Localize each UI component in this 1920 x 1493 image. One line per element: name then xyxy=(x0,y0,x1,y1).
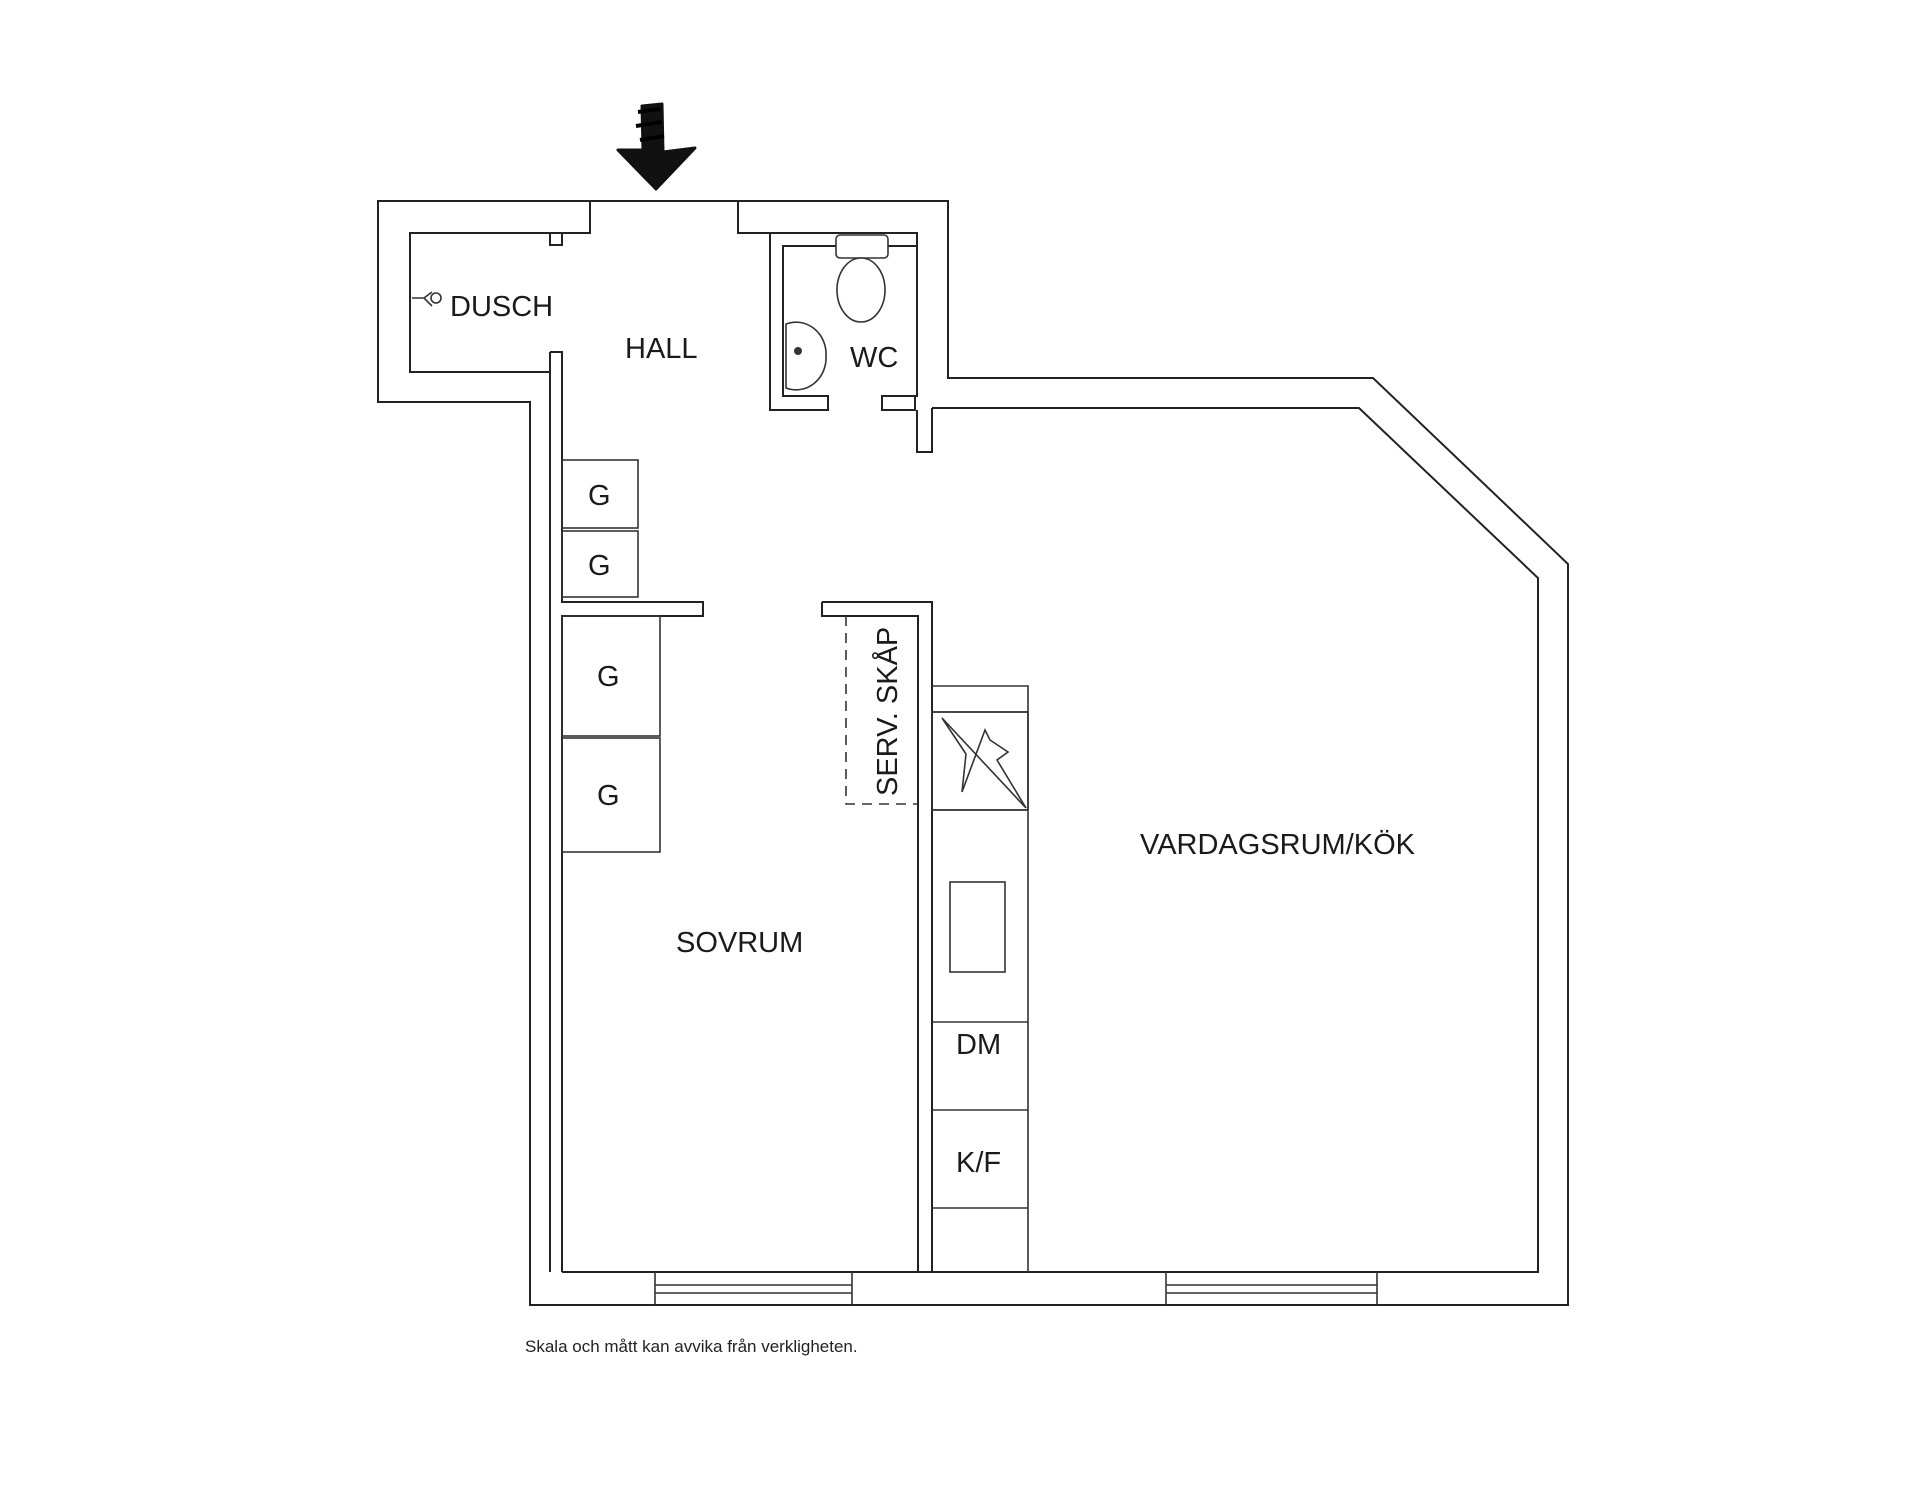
disclaimer-note: Skala och mått kan avvika från verklighe… xyxy=(525,1337,858,1356)
entrance-arrow-icon xyxy=(616,102,697,191)
room-label-vardagsrum-kok: VARDAGSRUM/KÖK xyxy=(1140,829,1416,861)
hall-door-right-wall xyxy=(737,201,782,234)
room-label-hall: HALL xyxy=(625,333,698,365)
wc-walls xyxy=(770,232,918,411)
hall-wardrobes xyxy=(561,459,639,598)
west-interior-wall xyxy=(550,351,704,1272)
room-label-serv-skap: SERV. SKÅP xyxy=(871,627,904,796)
room-label-sovrum: SOVRUM xyxy=(676,927,803,959)
outer-wall-line xyxy=(377,200,1569,1306)
living-inner-wall xyxy=(932,407,1539,1273)
bedroom-wardrobes xyxy=(561,615,661,853)
hall-inner-wall xyxy=(549,201,591,246)
sink-basin xyxy=(949,881,1006,973)
shower-head-icon xyxy=(412,291,442,307)
wardrobe-label: G xyxy=(588,480,611,512)
dishwasher-label: DM xyxy=(956,1029,1001,1061)
partition-wall xyxy=(821,601,933,1273)
kitchen-counter xyxy=(931,685,1029,1272)
wardrobe-label: G xyxy=(597,780,620,812)
stove-lightning-icon xyxy=(941,717,1027,809)
bedroom-window xyxy=(654,1272,853,1305)
service-cabinet-outline xyxy=(845,616,918,805)
kitchen-partition-stub xyxy=(916,408,933,453)
fridge-freezer-label: K/F xyxy=(956,1147,1001,1179)
room-label-dusch: DUSCH xyxy=(450,291,553,323)
living-window xyxy=(1165,1272,1378,1305)
wc-left-walls xyxy=(769,233,917,411)
toilet-icon xyxy=(835,234,889,323)
wardrobe-label: G xyxy=(588,550,611,582)
wc-sink-icon xyxy=(785,321,827,391)
wardrobe-label: G xyxy=(597,661,620,693)
dusch-inner-wall xyxy=(409,232,550,373)
room-label-wc: WC xyxy=(850,342,898,374)
